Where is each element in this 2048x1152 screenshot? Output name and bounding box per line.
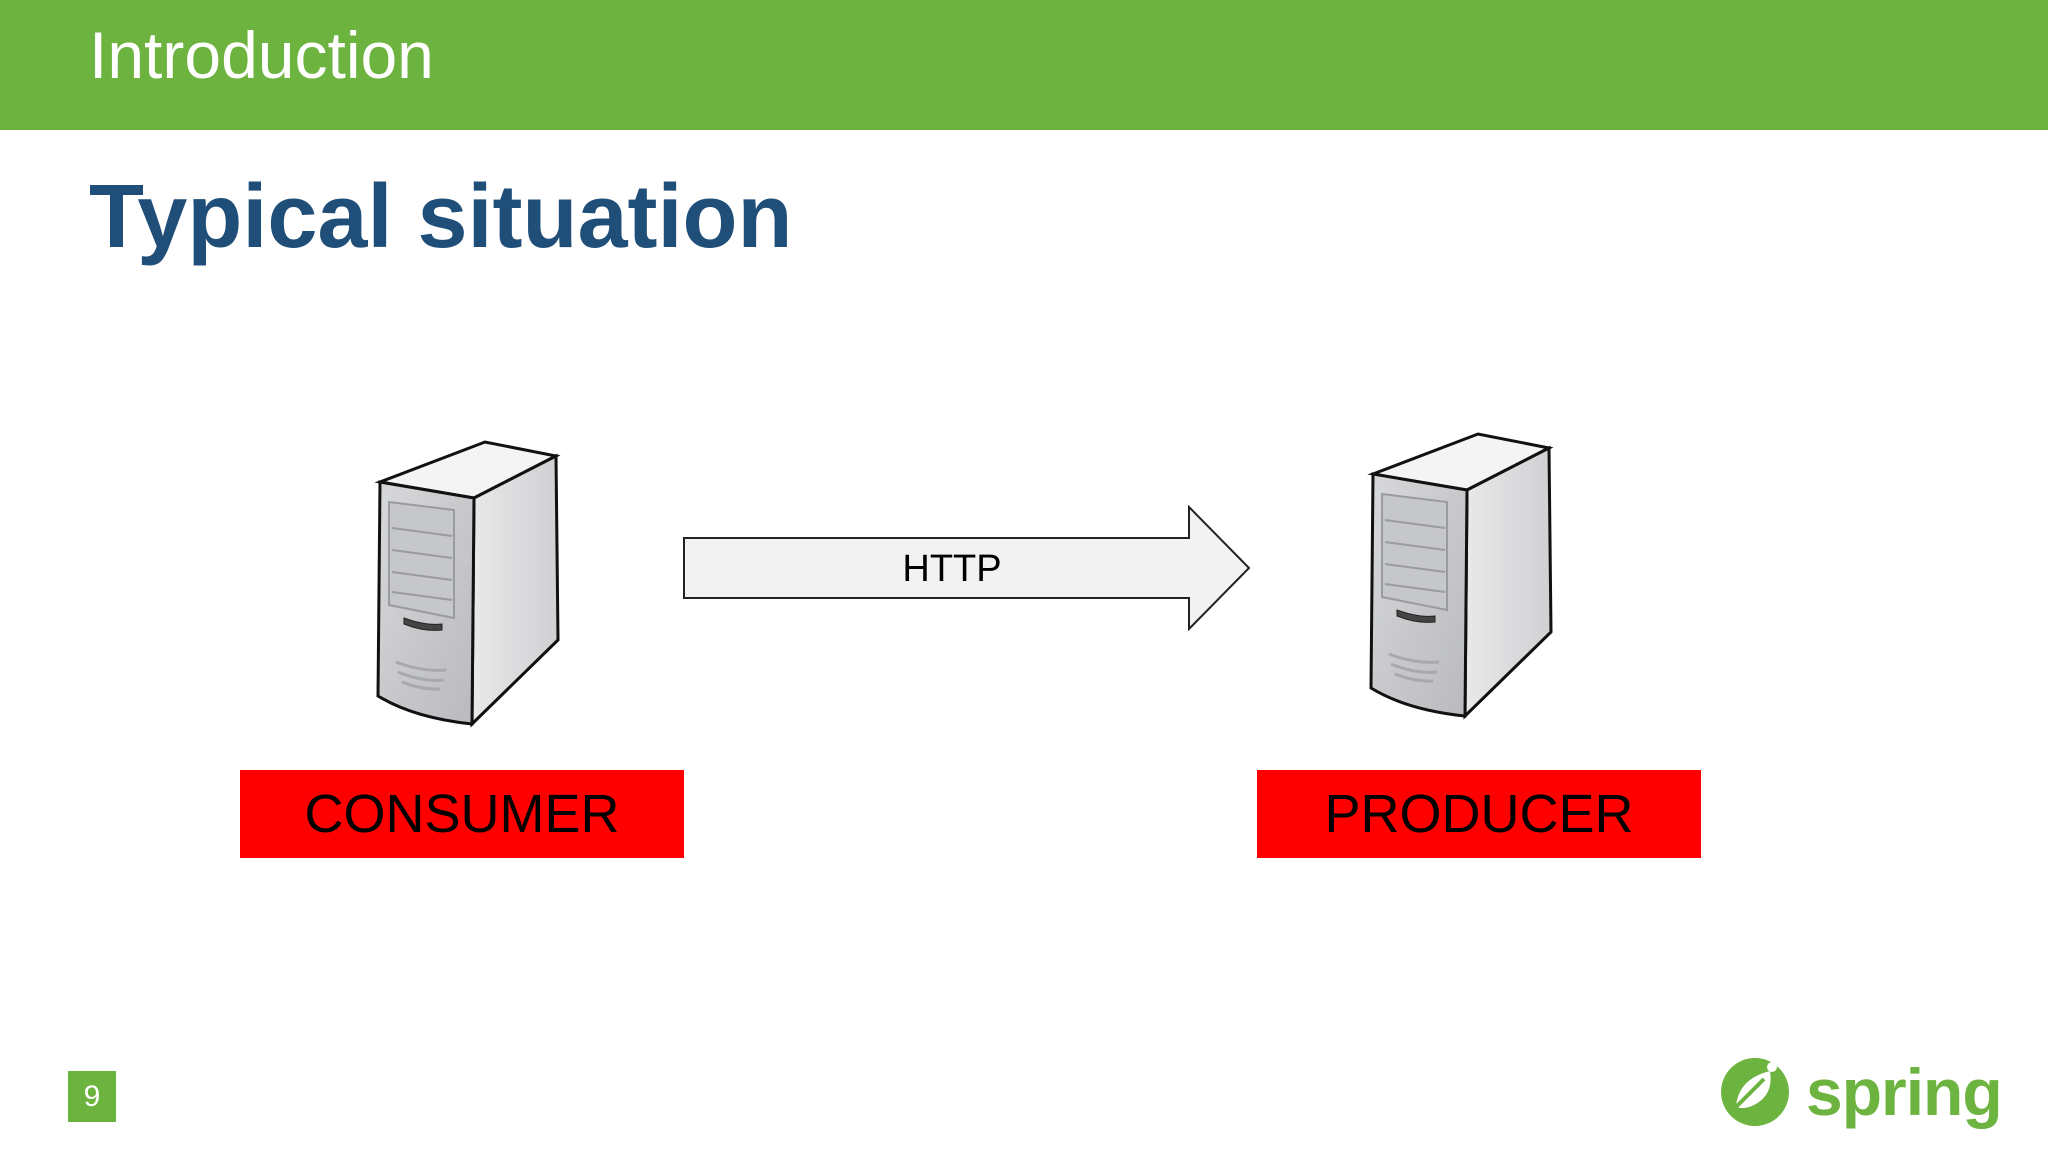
http-label: HTTP bbox=[902, 548, 1002, 590]
producer-server-icon bbox=[1367, 432, 1557, 722]
slide-title: Typical situation bbox=[89, 167, 793, 267]
consumer-label: CONSUMER bbox=[304, 784, 620, 844]
producer-label: PRODUCER bbox=[1324, 784, 1634, 844]
spring-leaf-icon bbox=[1721, 1058, 1789, 1126]
consumer-server-icon bbox=[374, 440, 564, 730]
consumer-label-box: CONSUMER bbox=[240, 770, 684, 858]
header-bar: Introduction bbox=[0, 0, 2048, 130]
page-number: 9 bbox=[68, 1071, 116, 1122]
spring-logo: spring bbox=[1718, 1052, 2003, 1132]
section-title: Introduction bbox=[89, 18, 434, 92]
spring-logo-text: spring bbox=[1806, 1055, 2003, 1129]
http-arrow bbox=[683, 505, 1251, 631]
producer-label-box: PRODUCER bbox=[1257, 770, 1701, 858]
